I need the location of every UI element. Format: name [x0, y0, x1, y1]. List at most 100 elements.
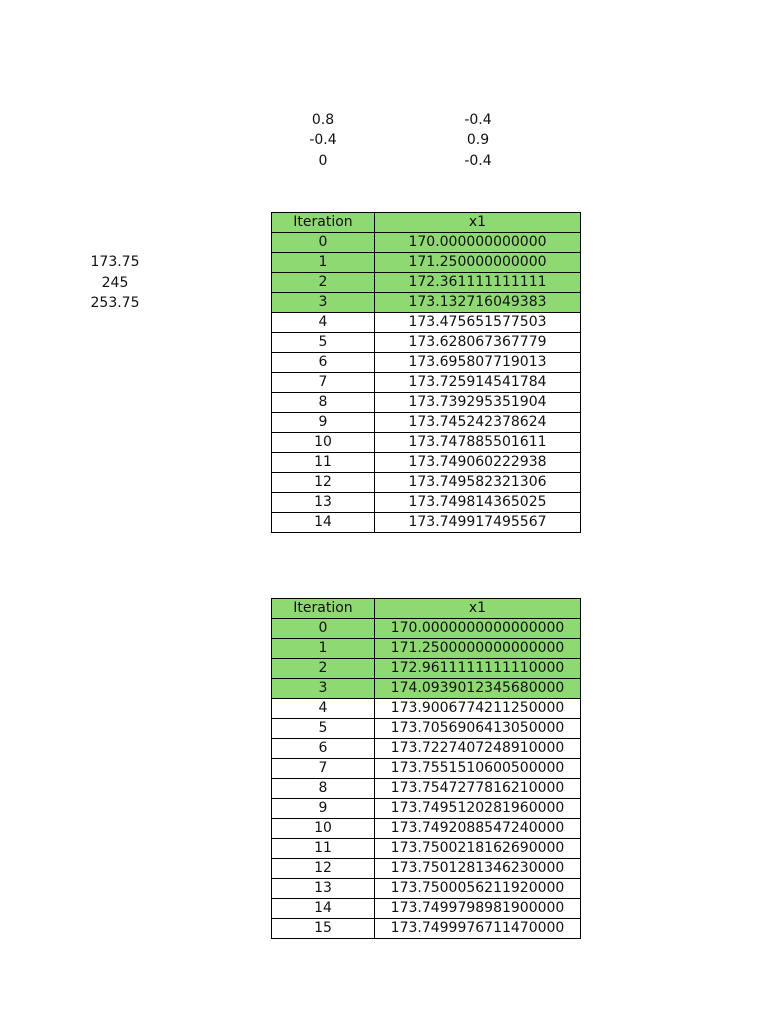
- x1-value-cell: 173.747885501611: [374, 432, 581, 453]
- x1-value-cell: 173.749060222938: [374, 452, 581, 473]
- matrix-cell: 0.8: [311, 112, 335, 128]
- matrix-row: 0.8 -0.4: [0, 110, 768, 130]
- column-header-x1: x1: [374, 598, 581, 619]
- iteration-cell: 14: [271, 512, 375, 533]
- x1-value-cell: 173.9006774211250000: [374, 698, 581, 719]
- iteration-cell: 4: [271, 698, 375, 719]
- x1-value-cell: 173.7492088547240000: [374, 818, 581, 839]
- x1-value-cell: 173.7056906413050000: [374, 718, 581, 739]
- x1-value-cell: 174.0939012345680000: [374, 678, 581, 699]
- iteration-cell: 8: [271, 778, 375, 799]
- x1-value-cell: 173.7547277816210000: [374, 778, 581, 799]
- x1-value-cell: 173.749582321306: [374, 472, 581, 493]
- x1-value-cell: 172.361111111111: [374, 272, 581, 293]
- iteration-cell: 9: [271, 798, 375, 819]
- x1-value-cell: 173.745242378624: [374, 412, 581, 433]
- x1-value-cell: 171.2500000000000000: [374, 638, 581, 659]
- x1-value-cell: 173.475651577503: [374, 312, 581, 333]
- x1-value-cell: 173.749917495567: [374, 512, 581, 533]
- x1-value-cell: 173.132716049383: [374, 292, 581, 313]
- x1-value-cell: 172.9611111111110000: [374, 658, 581, 679]
- x1-value-cell: 170.0000000000000000: [374, 618, 581, 639]
- x1-value-cell: 171.250000000000: [374, 252, 581, 273]
- iteration-cell: 13: [271, 878, 375, 899]
- iteration-cell: 3: [271, 292, 375, 313]
- column-header-x1: x1: [374, 212, 581, 233]
- vector-value: 173.75: [90, 254, 140, 270]
- iteration-cell: 15: [271, 918, 375, 939]
- iteration-cell: 13: [271, 492, 375, 513]
- iteration-cell: 10: [271, 432, 375, 453]
- x1-value-cell: 173.7500056211920000: [374, 878, 581, 899]
- iteration-cell: 0: [271, 232, 375, 253]
- iteration-cell: 7: [271, 372, 375, 393]
- iteration-cell: 9: [271, 412, 375, 433]
- iteration-cell: 12: [271, 858, 375, 879]
- iteration-cell: 6: [271, 738, 375, 759]
- iteration-cell: 2: [271, 272, 375, 293]
- iteration-cell: 1: [271, 638, 375, 659]
- vector-value: 253.75: [90, 295, 140, 311]
- table-header-row: Iteration x1: [271, 212, 581, 233]
- matrix-row: -0.4 0.9: [0, 130, 768, 150]
- x1-value-cell: 173.739295351904: [374, 392, 581, 413]
- iteration-cell: 6: [271, 352, 375, 373]
- matrix-row: 0 -0.4: [0, 151, 768, 171]
- x1-value-cell: 173.7500218162690000: [374, 838, 581, 859]
- iteration-cell: 10: [271, 818, 375, 839]
- x1-value-cell: 173.7495120281960000: [374, 798, 581, 819]
- iteration-cell: 12: [271, 472, 375, 493]
- column-header-iteration: Iteration: [271, 212, 375, 233]
- iteration-cell: 14: [271, 898, 375, 919]
- iteration-cell: 2: [271, 658, 375, 679]
- x1-value-cell: 173.7551510600500000: [374, 758, 581, 779]
- x1-value-cell: 173.7499798981900000: [374, 898, 581, 919]
- iteration-cell: 7: [271, 758, 375, 779]
- x1-value-cell: 173.7499976711470000: [374, 918, 581, 939]
- matrix-cell: -0.4: [464, 112, 492, 128]
- table-header-row: Iteration x1: [271, 598, 581, 619]
- matrix-cell: 0.9: [466, 132, 490, 148]
- x1-value-cell: 170.000000000000: [374, 232, 581, 253]
- iteration-cell: 8: [271, 392, 375, 413]
- matrix-cell: 0: [318, 153, 328, 169]
- iteration-cell: 1: [271, 252, 375, 273]
- x1-value-cell: 173.7501281346230000: [374, 858, 581, 879]
- x1-value-cell: 173.7227407248910000: [374, 738, 581, 759]
- iteration-cell: 5: [271, 718, 375, 739]
- matrix-cell: -0.4: [309, 132, 337, 148]
- iteration-cell: 0: [271, 618, 375, 639]
- matrix-cell: -0.4: [464, 153, 492, 169]
- iteration-cell: 11: [271, 452, 375, 473]
- x1-value-cell: 173.695807719013: [374, 352, 581, 373]
